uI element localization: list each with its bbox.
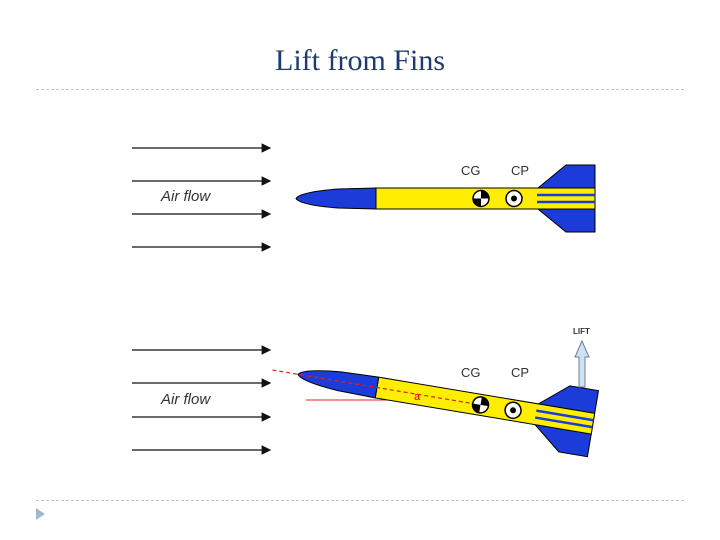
cg-label-top: CG xyxy=(461,163,481,178)
rocket-axis-line xyxy=(272,369,480,406)
cp-label-top: CP xyxy=(511,163,529,178)
slide-bullet-icon xyxy=(36,508,45,520)
cg-label-bottom: CG xyxy=(461,365,481,380)
slide-title: Lift from Fins xyxy=(275,44,445,77)
cg-symbol xyxy=(471,396,490,414)
rocket-nose-cone xyxy=(297,370,380,399)
footer-divider xyxy=(36,500,684,501)
cp-symbol xyxy=(504,401,522,420)
cp-label-bottom: CP xyxy=(511,365,529,380)
lift-arrow xyxy=(574,339,590,388)
rocket-top xyxy=(295,164,596,233)
airflow-label-top: Air flow xyxy=(160,188,211,205)
cg-symbol xyxy=(472,189,490,208)
cp-symbol xyxy=(505,189,523,208)
title-divider xyxy=(36,89,684,90)
angle-of-attack-label: a xyxy=(414,391,421,403)
rocket-nose-cone xyxy=(295,187,377,210)
airflow-label-bottom: Air flow xyxy=(160,391,211,408)
rocket-bottom xyxy=(272,369,600,458)
lift-label: LIFT xyxy=(573,327,590,336)
airflow-arrows-top xyxy=(132,143,272,252)
airflow-arrows-bottom xyxy=(132,345,272,455)
